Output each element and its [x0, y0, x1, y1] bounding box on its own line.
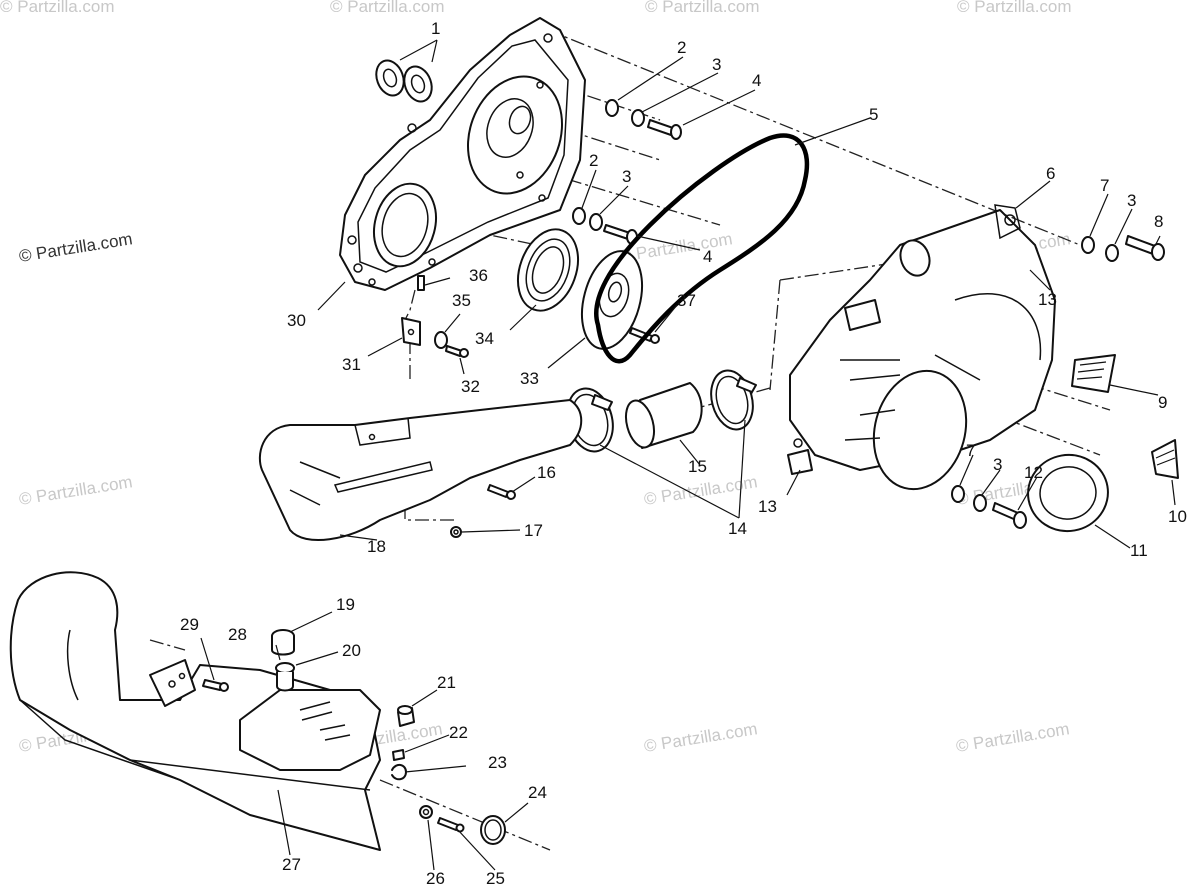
callout-30: 30	[287, 311, 306, 330]
callout-12: 12	[1024, 463, 1043, 482]
part-35-washer	[434, 331, 448, 349]
part-21-grommet	[397, 705, 415, 727]
part-32-bolt	[445, 345, 469, 358]
callout-27: 27	[282, 855, 301, 874]
part-23-clip	[391, 764, 407, 781]
part-1-seals	[375, 59, 433, 103]
callout-6: 6	[1046, 164, 1055, 183]
part-14-clamp-left	[566, 387, 614, 453]
leader-lines	[200, 39, 1176, 871]
watermark: © Partzilla.com	[957, 0, 1072, 16]
watermark: © Partzilla.com	[645, 0, 760, 16]
part-22-pin	[392, 749, 405, 761]
callout-13: 13	[1038, 290, 1057, 309]
callout-15: 15	[688, 457, 707, 476]
callout-3: 3	[1127, 191, 1136, 210]
part-19-cap	[271, 629, 295, 656]
part-5-drive-belt	[594, 133, 810, 364]
callout-22: 22	[449, 723, 468, 742]
callout-8: 8	[1154, 212, 1163, 231]
part-31-bracket	[401, 317, 421, 346]
part-11-gasket	[1027, 453, 1109, 533]
callout-labels: 1 2 3 4 5 2 3 4 6 7 3 8 13 9 10 11 12 3 …	[180, 19, 1187, 888]
part-7-washer	[1081, 236, 1095, 254]
part-10-decal	[1151, 439, 1179, 479]
part-15-sleeve	[624, 382, 703, 449]
callout-33: 33	[520, 369, 539, 388]
callout-31: 31	[342, 355, 361, 374]
part-18-intake-duct	[258, 399, 583, 541]
callout-25: 25	[486, 869, 505, 888]
callout-29: 29	[180, 615, 199, 634]
callout-4: 4	[752, 71, 761, 90]
callout-18: 18	[367, 537, 386, 556]
callout-37: 37	[677, 291, 696, 310]
callout-3: 3	[993, 455, 1002, 474]
callout-21: 21	[437, 673, 456, 692]
part-3-lockwasher	[631, 109, 645, 127]
callout-32: 32	[461, 377, 480, 396]
callout-16: 16	[537, 463, 556, 482]
part-12-bolt	[992, 502, 1027, 529]
part-3-lockwasher-lower-right	[973, 494, 987, 512]
callout-1: 1	[431, 19, 440, 38]
part-16-screw	[487, 484, 516, 500]
callout-26: 26	[426, 869, 445, 888]
part-36-screw	[417, 275, 425, 291]
part-26-washer	[419, 805, 433, 819]
callout-3: 3	[622, 167, 631, 186]
part-8-bolt	[1125, 235, 1165, 261]
callout-2: 2	[589, 151, 598, 170]
watermark: © Partzilla.com	[643, 719, 759, 756]
callout-5: 5	[869, 105, 878, 124]
part-30-inner-case	[339, 17, 586, 291]
callout-3: 3	[712, 55, 721, 74]
part-9-decal	[1071, 354, 1116, 393]
watermark: © Partzilla.com	[18, 229, 134, 266]
callout-28: 28	[228, 625, 247, 644]
part-2-washer-lower	[572, 207, 586, 225]
watermark: © Partzilla.com	[0, 0, 115, 16]
part-20-heat-shield	[239, 689, 381, 771]
callout-24: 24	[528, 783, 547, 802]
callout-10: 10	[1168, 507, 1187, 526]
callout-4: 4	[703, 247, 712, 266]
callout-2: 2	[677, 38, 686, 57]
callout-7: 7	[966, 441, 975, 460]
part-3-lockwasher-right	[1105, 244, 1119, 262]
part-17-nut	[450, 526, 462, 538]
callout-17: 17	[524, 521, 543, 540]
watermark: © Partzilla.com	[18, 472, 134, 509]
callout-20: 20	[342, 641, 361, 660]
callout-35: 35	[452, 291, 471, 310]
part-14-clamp-right	[710, 369, 757, 431]
watermark: © Partzilla.com	[955, 719, 1071, 756]
callout-36: 36	[469, 266, 488, 285]
part-2-washer	[605, 99, 619, 117]
part-24-clamp	[480, 815, 506, 845]
callout-14: 14	[728, 519, 747, 538]
part-3-lockwasher-lower	[589, 213, 603, 231]
callout-7: 7	[1100, 176, 1109, 195]
part-34-seal	[517, 228, 579, 312]
callout-19: 19	[336, 595, 355, 614]
part-6-outer-cover	[787, 204, 1056, 491]
callout-9: 9	[1158, 393, 1167, 412]
part-28-gasket	[275, 662, 295, 692]
part-7-washer-lower	[951, 485, 965, 503]
callout-11: 11	[1130, 541, 1148, 560]
callout-13: 13	[758, 497, 777, 516]
callout-23: 23	[488, 753, 507, 772]
part-29-bracket	[149, 659, 229, 707]
watermark: © Partzilla.com	[330, 0, 445, 16]
part-27-lower-duct	[9, 571, 381, 851]
part-25-screw	[437, 817, 465, 833]
part-4-bolt	[647, 119, 682, 140]
callout-34: 34	[475, 329, 494, 348]
